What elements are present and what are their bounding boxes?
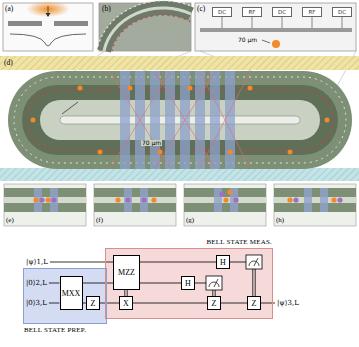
qubit-wire <box>140 283 181 284</box>
measurement-gate: MZZ <box>113 255 140 290</box>
qubit-wire <box>100 303 119 304</box>
ket-label: |0⟩3,L <box>26 300 47 307</box>
gate-label: Z <box>212 299 217 308</box>
qubit-wire <box>133 303 207 304</box>
electrode-box: RF <box>242 7 262 17</box>
panel-label: (a) <box>5 5 13 13</box>
measurement-gate: MXX <box>60 276 83 310</box>
gate-label: DC <box>218 9 226 15</box>
gate-label: X <box>123 299 129 308</box>
gate-label: RF <box>309 9 316 15</box>
gate-label: DC <box>278 9 286 15</box>
panel-label: (f) <box>96 217 103 224</box>
pauli-gate: X <box>119 296 133 310</box>
meter-symbol <box>206 276 222 290</box>
gate-label: RF <box>249 9 256 15</box>
gate-label: Z <box>91 299 96 308</box>
panel-label: (b) <box>101 5 112 13</box>
qubit-wire <box>83 283 114 284</box>
ket-label: |ψ⟩3,L <box>277 300 299 307</box>
panel-label: (d) <box>3 59 14 67</box>
hadamard-gate: H <box>181 276 195 290</box>
band-heading: BELL STATE PREP. <box>24 326 86 334</box>
ket-label: |0⟩2,L <box>26 280 47 287</box>
pauli-gate: Z <box>247 296 261 310</box>
meter-symbol <box>246 255 262 269</box>
pauli-gate: Z <box>86 296 100 310</box>
electrode-box: DC <box>212 7 232 17</box>
gate-label: MXX <box>62 289 81 298</box>
preparation-band: BELL STATE PREP.MXXZ <box>24 269 106 323</box>
gate-label: Z <box>252 299 257 308</box>
panel-label: (c) <box>197 5 205 13</box>
ket-label: |ψ⟩1,L <box>26 259 48 266</box>
measurement-band: BELL STATE MEAS.MZZHHXZZ <box>106 249 272 318</box>
hadamard-gate: H <box>216 255 230 269</box>
qubit-wire <box>221 303 247 304</box>
electrode-box: DC <box>332 7 352 17</box>
gate-label: DC <box>338 9 346 15</box>
panel-label: (e) <box>6 217 14 224</box>
panel-label: (h) <box>276 217 284 224</box>
scale-label: 70 μm <box>238 37 257 43</box>
gate-label: MZZ <box>118 268 135 277</box>
electrode-box: RF <box>302 7 322 17</box>
band-heading: BELL STATE MEAS. <box>206 238 272 246</box>
pauli-gate: Z <box>207 296 221 310</box>
gate-label: H <box>185 279 191 288</box>
input-wires <box>49 262 275 303</box>
panel-label: (g) <box>186 217 194 224</box>
qubit-wire <box>140 262 216 263</box>
scale-label: 70 μm <box>141 140 162 146</box>
gate-label: H <box>220 258 226 267</box>
electrode-box: DC <box>272 7 292 17</box>
